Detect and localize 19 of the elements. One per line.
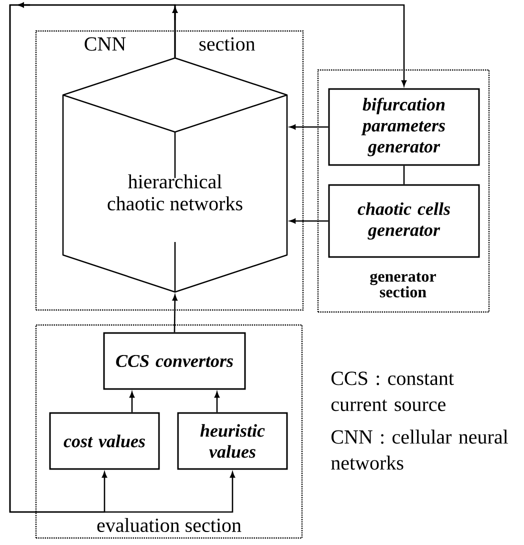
arrow: [129, 392, 135, 412]
process-box: heuristic values: [177, 412, 288, 470]
abbreviation-note: CCS : constant current source: [331, 372, 454, 412]
section-label: evaluation section: [97, 518, 242, 532]
arrow: [290, 124, 328, 130]
arrow: [290, 218, 328, 224]
arrow: [174, 4, 407, 86]
arrow: [172, 294, 178, 332]
section-label: generator section: [370, 272, 436, 298]
process-box: chaotic cells generator: [328, 184, 480, 258]
arrow: [9, 2, 236, 513]
abbreviation-note: CNN : cellular neural networks: [331, 430, 508, 470]
process-box: bifurcation parameters generator: [328, 88, 480, 166]
cube-label: hierarchical chaotic networks: [108, 174, 242, 210]
section-label: section: [200, 37, 256, 51]
process-box: CCS convertors: [103, 332, 246, 390]
section-label: CNN: [84, 37, 126, 51]
process-box: cost values: [49, 412, 160, 470]
arrow: [214, 392, 220, 412]
